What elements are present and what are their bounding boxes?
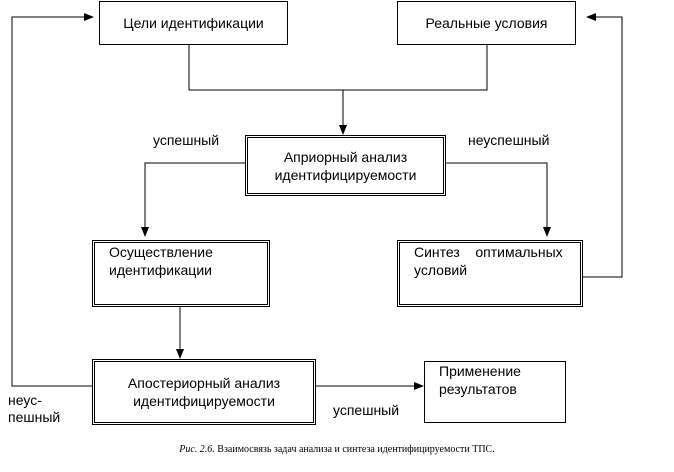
- aposteriori-text-line2: идентифицируемости: [133, 393, 275, 409]
- application-box: Применение результатов: [424, 361, 566, 423]
- fail-label-bottom-line2: пешный: [8, 409, 61, 425]
- goals-to-merge-line: [188, 45, 488, 91]
- goals-text: Цели идентификации: [123, 15, 264, 31]
- synthesis-text-line1: Синтез оптимальных: [414, 244, 563, 260]
- success-label-left: успешный: [153, 132, 220, 148]
- application-text-line1: Применение: [439, 363, 521, 379]
- aposteriori-fail-arrow: [11, 13, 94, 387]
- apriori-text-line1: Априорный анализ: [283, 148, 408, 165]
- figure-caption: Рис. 2.6. Взаимосвязь задач анализа и си…: [0, 444, 674, 455]
- implementation-text-line1: Осуществление: [109, 244, 213, 260]
- fail-label-right: неуспешный: [468, 132, 550, 148]
- aposteriori-analysis-box: Апостериорный анализ идентифицируемости: [92, 359, 316, 425]
- caption-prefix: Рис. 2.6.: [179, 444, 215, 455]
- apriori-success-arrow: [141, 162, 245, 237]
- application-text-line2: результатов: [439, 381, 517, 397]
- success-label-bottom: успешный: [333, 402, 400, 418]
- real-conditions-text: Реальные условия: [425, 15, 548, 31]
- implementation-text-line2: идентификации: [109, 262, 212, 278]
- synthesis-box: Синтез оптимальных условий: [397, 240, 583, 307]
- goals-box: Цели идентификации: [99, 1, 288, 45]
- apriori-text-line2: идентифицируемости: [274, 166, 417, 183]
- fail-label-bottom-line1: неус-: [8, 392, 42, 408]
- synthesis-text-line2: условий: [414, 262, 468, 278]
- implementation-box: Осуществление идентификации: [92, 240, 270, 307]
- apriori-fail-arrow: [446, 162, 551, 237]
- apriori-analysis-box: Априорный анализ идентифицируемости: [245, 135, 446, 196]
- caption-text: Взаимосвязь задач анализа и синтеза иден…: [217, 444, 495, 455]
- aposteriori-text-line1: Апостериорный анализ: [127, 375, 281, 391]
- synthesis-to-conditions-arrow: [583, 13, 623, 278]
- real-conditions-box: Реальные условия: [397, 1, 576, 45]
